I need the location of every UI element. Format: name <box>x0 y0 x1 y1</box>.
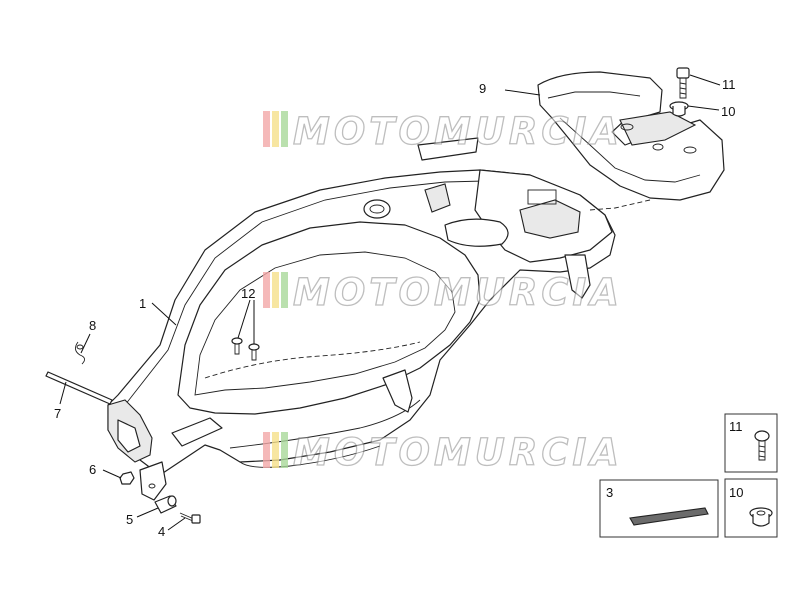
inset-label-3: 3 <box>606 485 613 500</box>
spacer-5 <box>154 495 177 514</box>
watermark-text: MOTOMURCIA <box>293 110 623 153</box>
watermark-stripe-green <box>281 111 288 147</box>
watermark-stripe-green <box>281 432 288 468</box>
callout-12: 12 <box>241 286 255 301</box>
spring-clip-8 <box>75 341 85 365</box>
callout-1: 1 <box>139 296 146 311</box>
hinge-bracket <box>139 461 167 501</box>
watermark-top: MOTOMURCIA <box>263 109 623 154</box>
callout-5: 5 <box>126 512 133 527</box>
screw-12-left <box>231 337 243 355</box>
callout-6: 6 <box>89 462 96 477</box>
callout-4: 4 <box>158 524 165 539</box>
watermark-stripe-yellow <box>272 432 279 468</box>
inset-bushing-10: 10 <box>724 478 778 538</box>
watermark-text: MOTOMURCIA <box>293 271 623 314</box>
watermark-stripe-red <box>263 111 270 147</box>
callout-7: 7 <box>54 406 61 421</box>
watermark-stripe-yellow <box>272 111 279 147</box>
leader-lines <box>59 74 721 531</box>
watermark-stripe-red <box>263 432 270 468</box>
rear-rack <box>537 71 725 211</box>
inset-label-10: 10 <box>729 485 743 500</box>
watermark-stripe-yellow <box>272 272 279 308</box>
screw-4 <box>179 512 201 524</box>
hinge-rod-7 <box>45 371 113 405</box>
callout-9: 9 <box>479 81 486 96</box>
watermark-stripe-red <box>263 272 270 308</box>
inset-label-11: 11 <box>729 419 743 434</box>
inset-bolt-11: 11 <box>724 413 778 473</box>
nut-6 <box>119 471 135 485</box>
callout-10: 10 <box>721 104 735 119</box>
callout-labels: 1 9 11 10 12 8 7 6 5 4 <box>54 77 736 539</box>
bushing-10 <box>669 101 689 117</box>
watermark-text: MOTOMURCIA <box>293 431 623 474</box>
callout-11: 11 <box>722 77 736 92</box>
helmet-compartment <box>107 137 616 476</box>
watermark-bottom: MOTOMURCIA <box>263 430 623 475</box>
inset-strip-3: 3 <box>599 479 719 538</box>
watermark-middle: MOTOMURCIA <box>263 270 623 315</box>
bolt-11 <box>676 67 690 99</box>
callout-8: 8 <box>89 318 96 333</box>
watermark-stripe-green <box>281 272 288 308</box>
